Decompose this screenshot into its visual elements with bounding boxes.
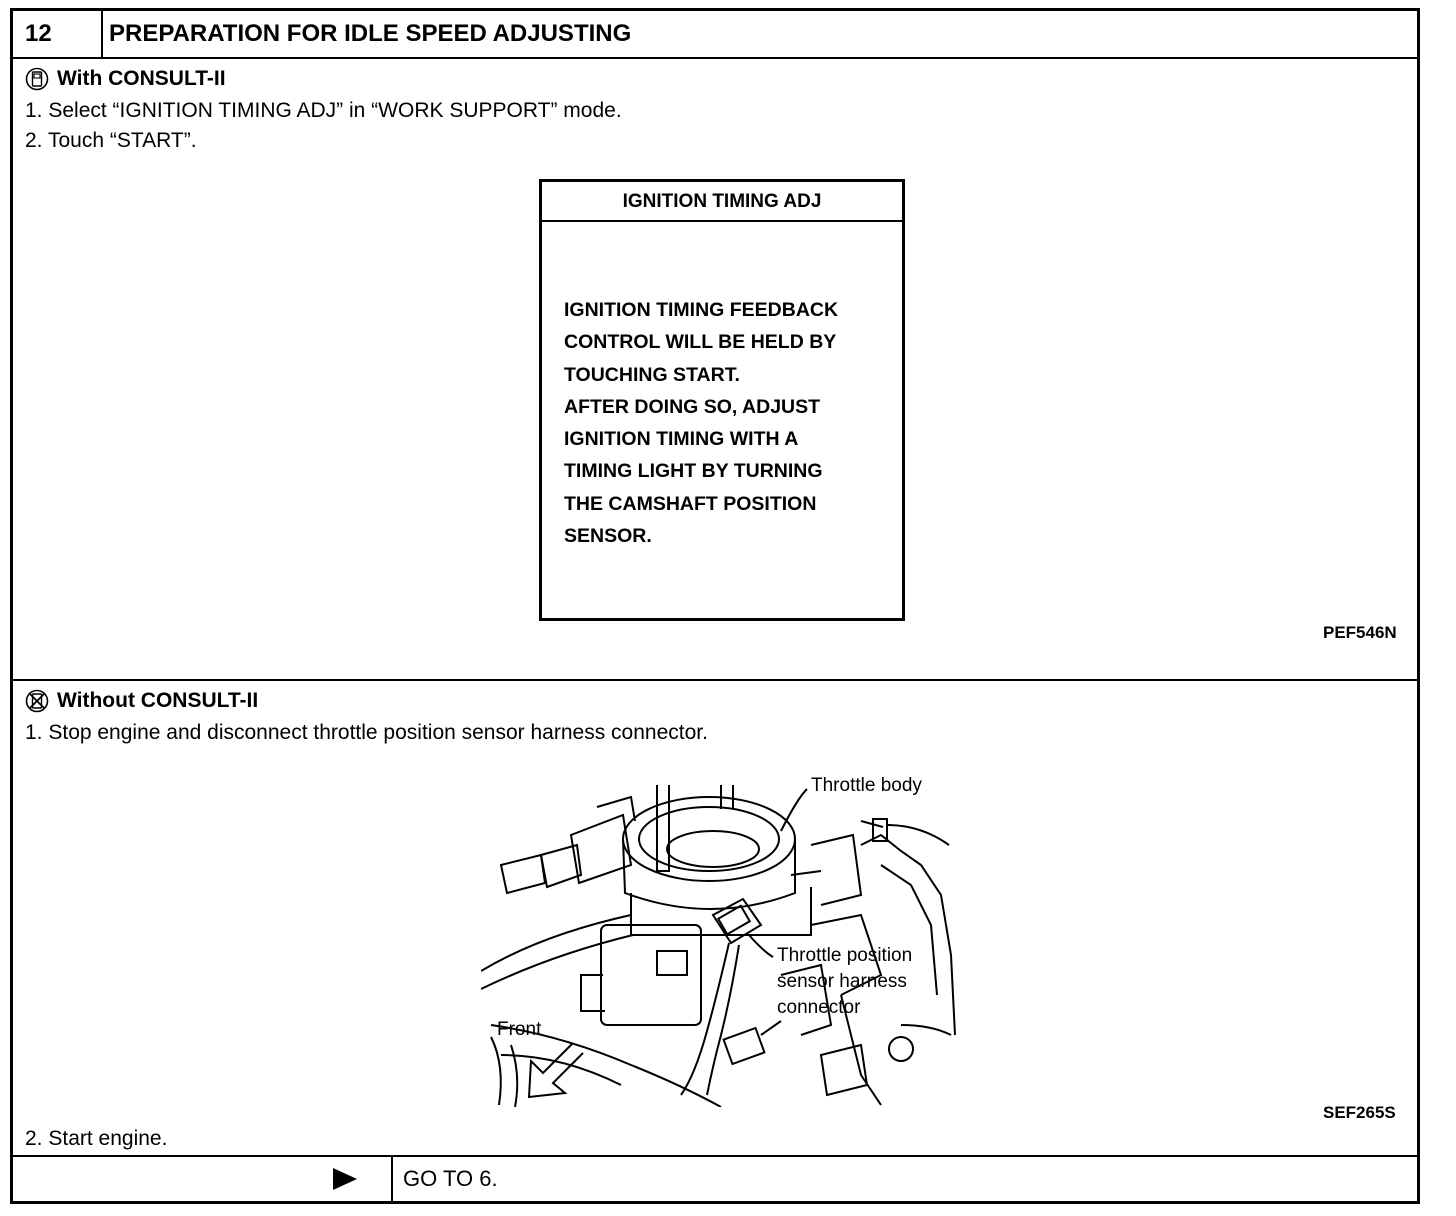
with-consult-heading-text: With CONSULT-II xyxy=(57,67,226,90)
consult-step-2: 2. Touch “START”. xyxy=(25,129,197,152)
no-consult-step-1: 1. Stop engine and disconnect throttle p… xyxy=(25,721,708,744)
screen-message-line: IGNITION TIMING FEEDBACK xyxy=(564,299,839,321)
figure-code-pef546n: PEF546N xyxy=(1323,623,1397,642)
with-consult-heading: With CONSULT-II xyxy=(25,67,226,91)
screen-message-line: THE CAMSHAFT POSITION xyxy=(564,492,817,515)
no-consult-tool-icon xyxy=(25,689,49,713)
go-to-step-link[interactable]: GO TO 6. xyxy=(403,1166,498,1191)
screen-message-line: TIMING LIGHT BY TURNING xyxy=(564,460,823,483)
screen-message-line: IGNITION TIMING WITH A xyxy=(564,428,799,451)
throttle-body-illustration: Throttle body Throttle position sensor h… xyxy=(480,775,961,1108)
without-consult-heading: Without CONSULT-II xyxy=(25,689,258,713)
screen-message-line: CONTROL WILL BE HELD BY xyxy=(564,331,837,354)
result-row: GO TO 6. xyxy=(13,1157,1417,1201)
step-number: 12 xyxy=(13,11,103,57)
procedure-table: 12 PREPARATION FOR IDLE SPEED ADJUSTING … xyxy=(10,8,1420,1204)
consult-tool-icon xyxy=(25,67,49,91)
label-throttle-body: Throttle body xyxy=(811,775,922,796)
with-consult-section: With CONSULT-II 1. Select “IGNITION TIMI… xyxy=(13,59,1417,681)
no-consult-step-2: 2. Start engine. xyxy=(25,1127,168,1150)
label-front: Front xyxy=(497,1019,542,1040)
screen-message-line: AFTER DOING SO, ADJUST xyxy=(564,395,821,418)
screen-message-line: TOUCHING START. xyxy=(564,363,740,386)
result-condition-cell xyxy=(13,1157,393,1201)
label-tps-connector-1: Throttle position xyxy=(777,945,913,966)
consult-screen-title: IGNITION TIMING ADJ xyxy=(542,182,902,222)
label-tps-connector-3: connector xyxy=(777,997,861,1018)
without-consult-section: Without CONSULT-II 1. Stop engine and di… xyxy=(13,681,1417,1157)
engine-drawing xyxy=(480,785,956,1108)
procedure-title: PREPARATION FOR IDLE SPEED ADJUSTING xyxy=(109,20,632,47)
consult-step-1: 1. Select “IGNITION TIMING ADJ” in “WORK… xyxy=(25,99,622,122)
without-consult-heading-text: Without CONSULT-II xyxy=(57,689,259,712)
label-tps-connector-2: sensor harness xyxy=(777,971,907,992)
consult-screen-figure: IGNITION TIMING ADJ IGNITION TIMING FEED… xyxy=(539,179,905,621)
right-triangle-icon xyxy=(333,1168,357,1190)
screen-message-line: SENSOR. xyxy=(564,525,652,548)
consult-screen-message: IGNITION TIMING FEEDBACK CONTROL WILL BE… xyxy=(564,294,838,552)
figure-code-sef265s: SEF265S xyxy=(1323,1103,1396,1122)
procedure-header: 12 PREPARATION FOR IDLE SPEED ADJUSTING xyxy=(13,11,1417,59)
